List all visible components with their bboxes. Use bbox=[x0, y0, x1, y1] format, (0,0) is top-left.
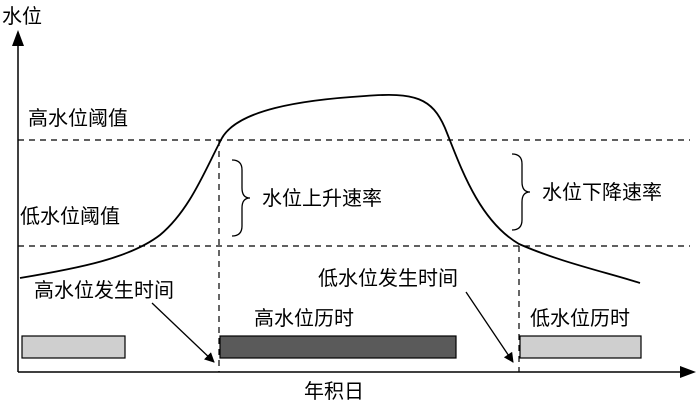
fall-rate-brace-icon bbox=[511, 153, 531, 231]
y-axis-arrow-icon bbox=[12, 30, 24, 46]
high-duration-bar bbox=[219, 335, 457, 359]
rise-rate-label: 水位上升速率 bbox=[262, 186, 382, 210]
high-duration-label: 高水位历时 bbox=[254, 306, 354, 330]
x-axis-label: 年积日 bbox=[304, 379, 364, 403]
y-axis-label: 水位 bbox=[2, 4, 42, 28]
low-duration-bar-left bbox=[21, 335, 126, 359]
high-occurrence-arrow bbox=[151, 302, 215, 363]
low-threshold-label: 低水位阈值 bbox=[20, 204, 120, 228]
rise-rate-brace-icon bbox=[231, 159, 251, 237]
low-duration-label: 低水位历时 bbox=[530, 306, 630, 330]
x-axis-arrow-icon bbox=[680, 366, 696, 378]
low-occurrence-label: 低水位发生时间 bbox=[318, 266, 458, 290]
high-threshold-label: 高水位阈值 bbox=[28, 106, 128, 130]
high-occurrence-label: 高水位发生时间 bbox=[34, 278, 174, 302]
fall-rate-label: 水位下降速率 bbox=[542, 180, 662, 204]
low-occurrence-arrow bbox=[465, 291, 514, 363]
low-duration-bar-right bbox=[519, 335, 642, 359]
water-level-curve bbox=[19, 93, 641, 284]
